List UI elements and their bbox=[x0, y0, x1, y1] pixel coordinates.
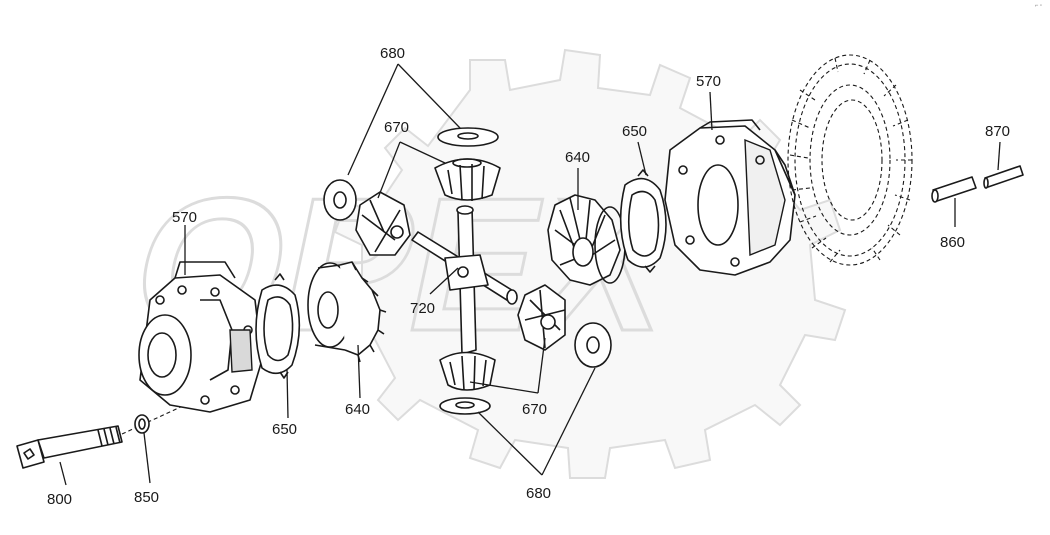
pinion-gear-670-right bbox=[517, 284, 566, 351]
bolt-800 bbox=[16, 425, 123, 469]
housing-570-right bbox=[664, 119, 796, 276]
label-680-bottom: 680 bbox=[526, 485, 551, 502]
housing-570-left bbox=[138, 261, 263, 413]
part-labels: 680 670 570 570 650 640 870 860 720 640 … bbox=[47, 45, 1010, 508]
sleeve-860 bbox=[931, 176, 977, 203]
label-850: 850 bbox=[134, 489, 159, 506]
label-650-bottom: 650 bbox=[272, 421, 297, 438]
label-670-top: 670 bbox=[384, 119, 409, 136]
label-670-bottom: 670 bbox=[522, 401, 547, 418]
ring-gear-dashed bbox=[787, 54, 913, 266]
label-570-left: 570 bbox=[172, 209, 197, 226]
thrust-washer-680-right bbox=[574, 322, 612, 368]
label-570-right: 570 bbox=[696, 73, 721, 90]
spider-cross-720 bbox=[411, 205, 518, 355]
gasket-650-left bbox=[255, 273, 301, 379]
label-640-bottom: 640 bbox=[345, 401, 370, 418]
label-860: 860 bbox=[940, 234, 965, 251]
gasket-650-right bbox=[619, 169, 667, 273]
label-870: 870 bbox=[985, 123, 1010, 140]
pin-870 bbox=[983, 165, 1024, 189]
label-720: 720 bbox=[410, 300, 435, 317]
leader-lines bbox=[59, 63, 1001, 486]
label-800: 800 bbox=[47, 491, 72, 508]
thrust-washer-680-top bbox=[437, 127, 499, 147]
corner-tag: ⌐ ▫ bbox=[1034, 3, 1042, 9]
label-680-top: 680 bbox=[380, 45, 405, 62]
pinion-gear-670-top bbox=[434, 158, 501, 201]
side-gear-640-left bbox=[307, 261, 387, 363]
label-650-right: 650 bbox=[622, 123, 647, 140]
washer-850 bbox=[134, 414, 150, 434]
label-640-right: 640 bbox=[565, 149, 590, 166]
side-gear-640-right bbox=[547, 194, 626, 286]
thrust-washer-680-left bbox=[323, 179, 357, 221]
bolt-axis bbox=[121, 404, 186, 435]
thrust-washer-680-bottom bbox=[439, 397, 491, 415]
pinion-gear-670-left bbox=[355, 191, 411, 256]
